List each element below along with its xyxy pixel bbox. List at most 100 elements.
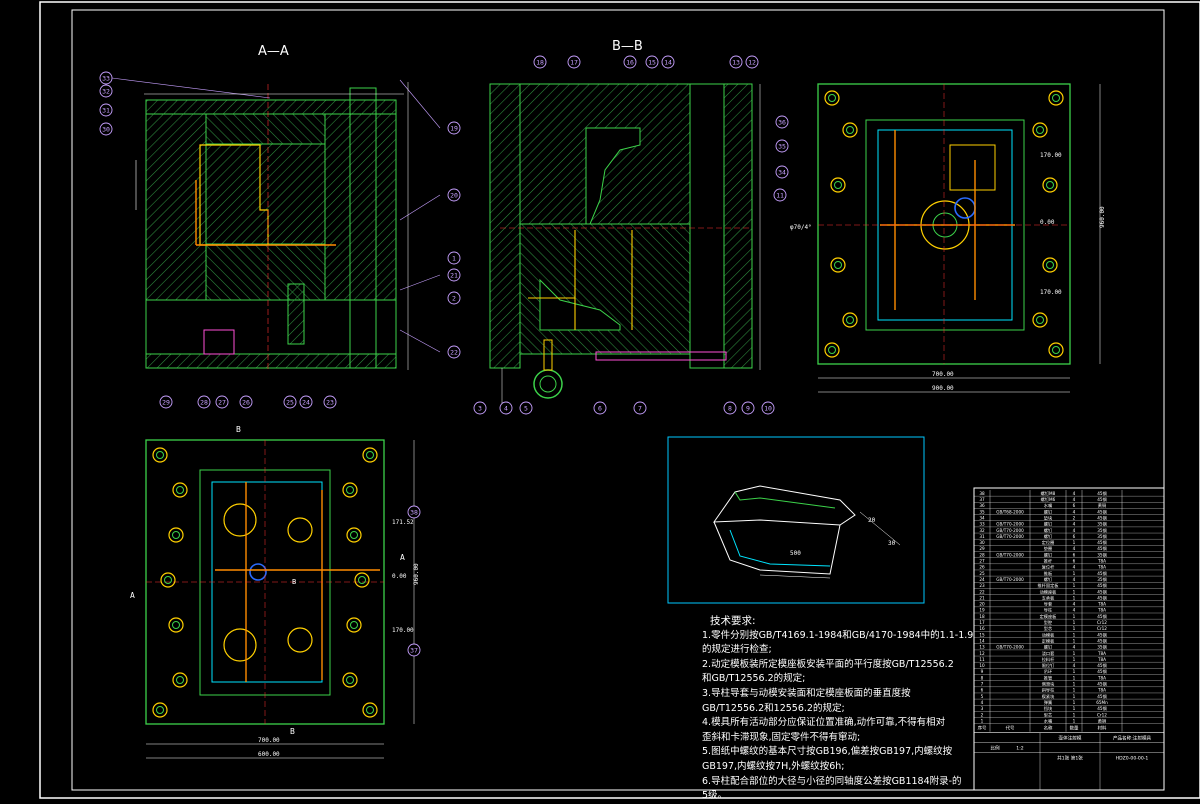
balloon-label: 29 [162, 399, 170, 407]
cut-letter-b2: B [290, 727, 295, 736]
bolt-hole-inner [350, 621, 358, 629]
section-bb-view: B—B [489, 39, 761, 410]
parts-cell: 垫块 [1044, 514, 1053, 521]
parts-cell: 定模板 [1042, 637, 1055, 644]
parts-cell: T8A [1097, 688, 1106, 693]
bolt-hole-inner [846, 126, 854, 134]
bolt-hole-inner [366, 706, 374, 714]
parts-cell: T8A [1097, 675, 1106, 680]
tech-line: 2.动定模板装所定模座板安装平面的平行度按GB/T12556.2 [702, 658, 954, 670]
tech-line: 4.模具所有活动部分应保证位置准确,动作可靠,不得有相对 [702, 717, 946, 729]
balloon-label: 8 [728, 405, 732, 413]
parts-cell: GB/T70-2000 [996, 577, 1024, 582]
balloon-circle [745, 55, 759, 69]
parts-cell: 螺钉 [1044, 551, 1053, 558]
parts-cell: Cr12 [1097, 626, 1107, 631]
parts-cell: 型腔 [1044, 619, 1052, 626]
parts-cell: 1 [1073, 589, 1076, 594]
balloon-circle [761, 401, 775, 415]
parts-cell: 斜导柱 [1042, 687, 1055, 694]
tech-line: 5级。 [702, 790, 728, 802]
bolt-hole [830, 257, 846, 273]
parts-cell: 45钢 [1097, 570, 1107, 577]
parts-cell: 35钢 [1097, 533, 1107, 540]
bolt-hole-inner [176, 486, 184, 494]
parts-cell: 4 [1073, 645, 1076, 650]
parts-cell: 1 [1073, 540, 1076, 545]
parts-cell: 65Mn [1096, 700, 1108, 705]
tr-dim-thread: φ70/4° [790, 224, 812, 231]
parts-cell: 1 [1073, 583, 1076, 588]
parts-cell: 1 [1073, 638, 1076, 643]
balloon-label: 3 [478, 405, 482, 413]
balloon-label: 32 [102, 88, 110, 96]
parts-cell: 24 [979, 577, 985, 582]
balloon-label: 25 [286, 399, 294, 407]
parts-cell: 1 [981, 718, 984, 723]
balloon-circle [323, 395, 337, 409]
title-company: 产品名称:注射模具 [1113, 735, 1152, 742]
parts-cell: 30 [979, 540, 985, 545]
parts-header-cell: 数量 [1070, 725, 1079, 732]
tech-line: 5.图纸中螺纹的基本尺寸按GB196,偏差按GB197,内螺纹按 [702, 746, 953, 758]
balloon-circle [99, 71, 113, 85]
parts-cell: 35钢 [1097, 576, 1107, 583]
parts-cell: 8 [981, 675, 984, 680]
parts-cell: 推杆 [1044, 558, 1053, 565]
parts-cell: 1 [1073, 718, 1076, 723]
parts-cell: 28 [979, 552, 985, 557]
parts-cell: 35钢 [1097, 527, 1107, 534]
balloon-label: 9 [746, 405, 750, 413]
parts-cell: 35 [979, 509, 985, 514]
balloon-label: 12 [748, 59, 756, 67]
parts-cell: T8A [1097, 657, 1106, 662]
bolt-hole-inner [172, 621, 180, 629]
balloon-circle [775, 139, 789, 153]
parts-cell: 复位杆 [1042, 564, 1055, 571]
parts-cell: 45钢 [1097, 539, 1107, 546]
parts-cell: 螺钉 [1044, 527, 1053, 534]
bolt-hole-inner [1036, 126, 1044, 134]
bolt-hole-inner [346, 676, 354, 684]
bolt-hole [1048, 342, 1064, 358]
bolt-hole [824, 342, 840, 358]
parts-cell: 黄铜 [1098, 502, 1106, 509]
iso-dim-1: 20 [868, 517, 876, 524]
balloon-label: 38 [410, 509, 418, 517]
title-scale-label: 比例 [990, 745, 1000, 752]
balloon-circle [99, 122, 113, 136]
parts-cell: 21 [979, 595, 985, 600]
parts-cell: 35钢 [1097, 551, 1107, 558]
parts-cell: 45钢 [1097, 514, 1107, 521]
balloon-circle [197, 395, 211, 409]
parts-cell: 45钢 [1097, 681, 1107, 688]
parts-cell: 限位钉 [1042, 662, 1055, 669]
bolt-hole [152, 702, 168, 718]
parts-cell: 1 [1073, 614, 1076, 619]
bolt-hole-inner [176, 676, 184, 684]
bolt-hole [1032, 312, 1048, 328]
parts-cell: GB/T70-2000 [996, 528, 1024, 533]
parts-cell: 4 [981, 700, 984, 705]
parts-cell: 34 [979, 515, 985, 520]
parts-cell: 45钢 [1097, 582, 1107, 589]
parts-cell: 3 [981, 706, 984, 711]
balloon-label: 5 [524, 405, 528, 413]
parts-cell: 6 [981, 688, 984, 693]
parts-cell: 4 [1073, 608, 1076, 613]
balloon-circle [447, 291, 461, 305]
outer-frame [39, 1, 1200, 799]
bolt-hole-inner [828, 346, 836, 354]
parts-cell: 20 [979, 602, 985, 607]
balloon-label: 35 [778, 143, 786, 151]
parts-header-cell: 名称 [1044, 725, 1053, 732]
parts-cell: 1 [1073, 626, 1076, 631]
parts-cell: T8A [1097, 565, 1106, 570]
bolt-hole-inner [834, 261, 842, 269]
tr-dim-side-2: 0.00 [1040, 219, 1055, 226]
parts-cell: 螺钉 [1044, 533, 1053, 540]
parts-cell: 黄铜 [1098, 717, 1106, 724]
parts-cell: 45钢 [1097, 613, 1107, 620]
